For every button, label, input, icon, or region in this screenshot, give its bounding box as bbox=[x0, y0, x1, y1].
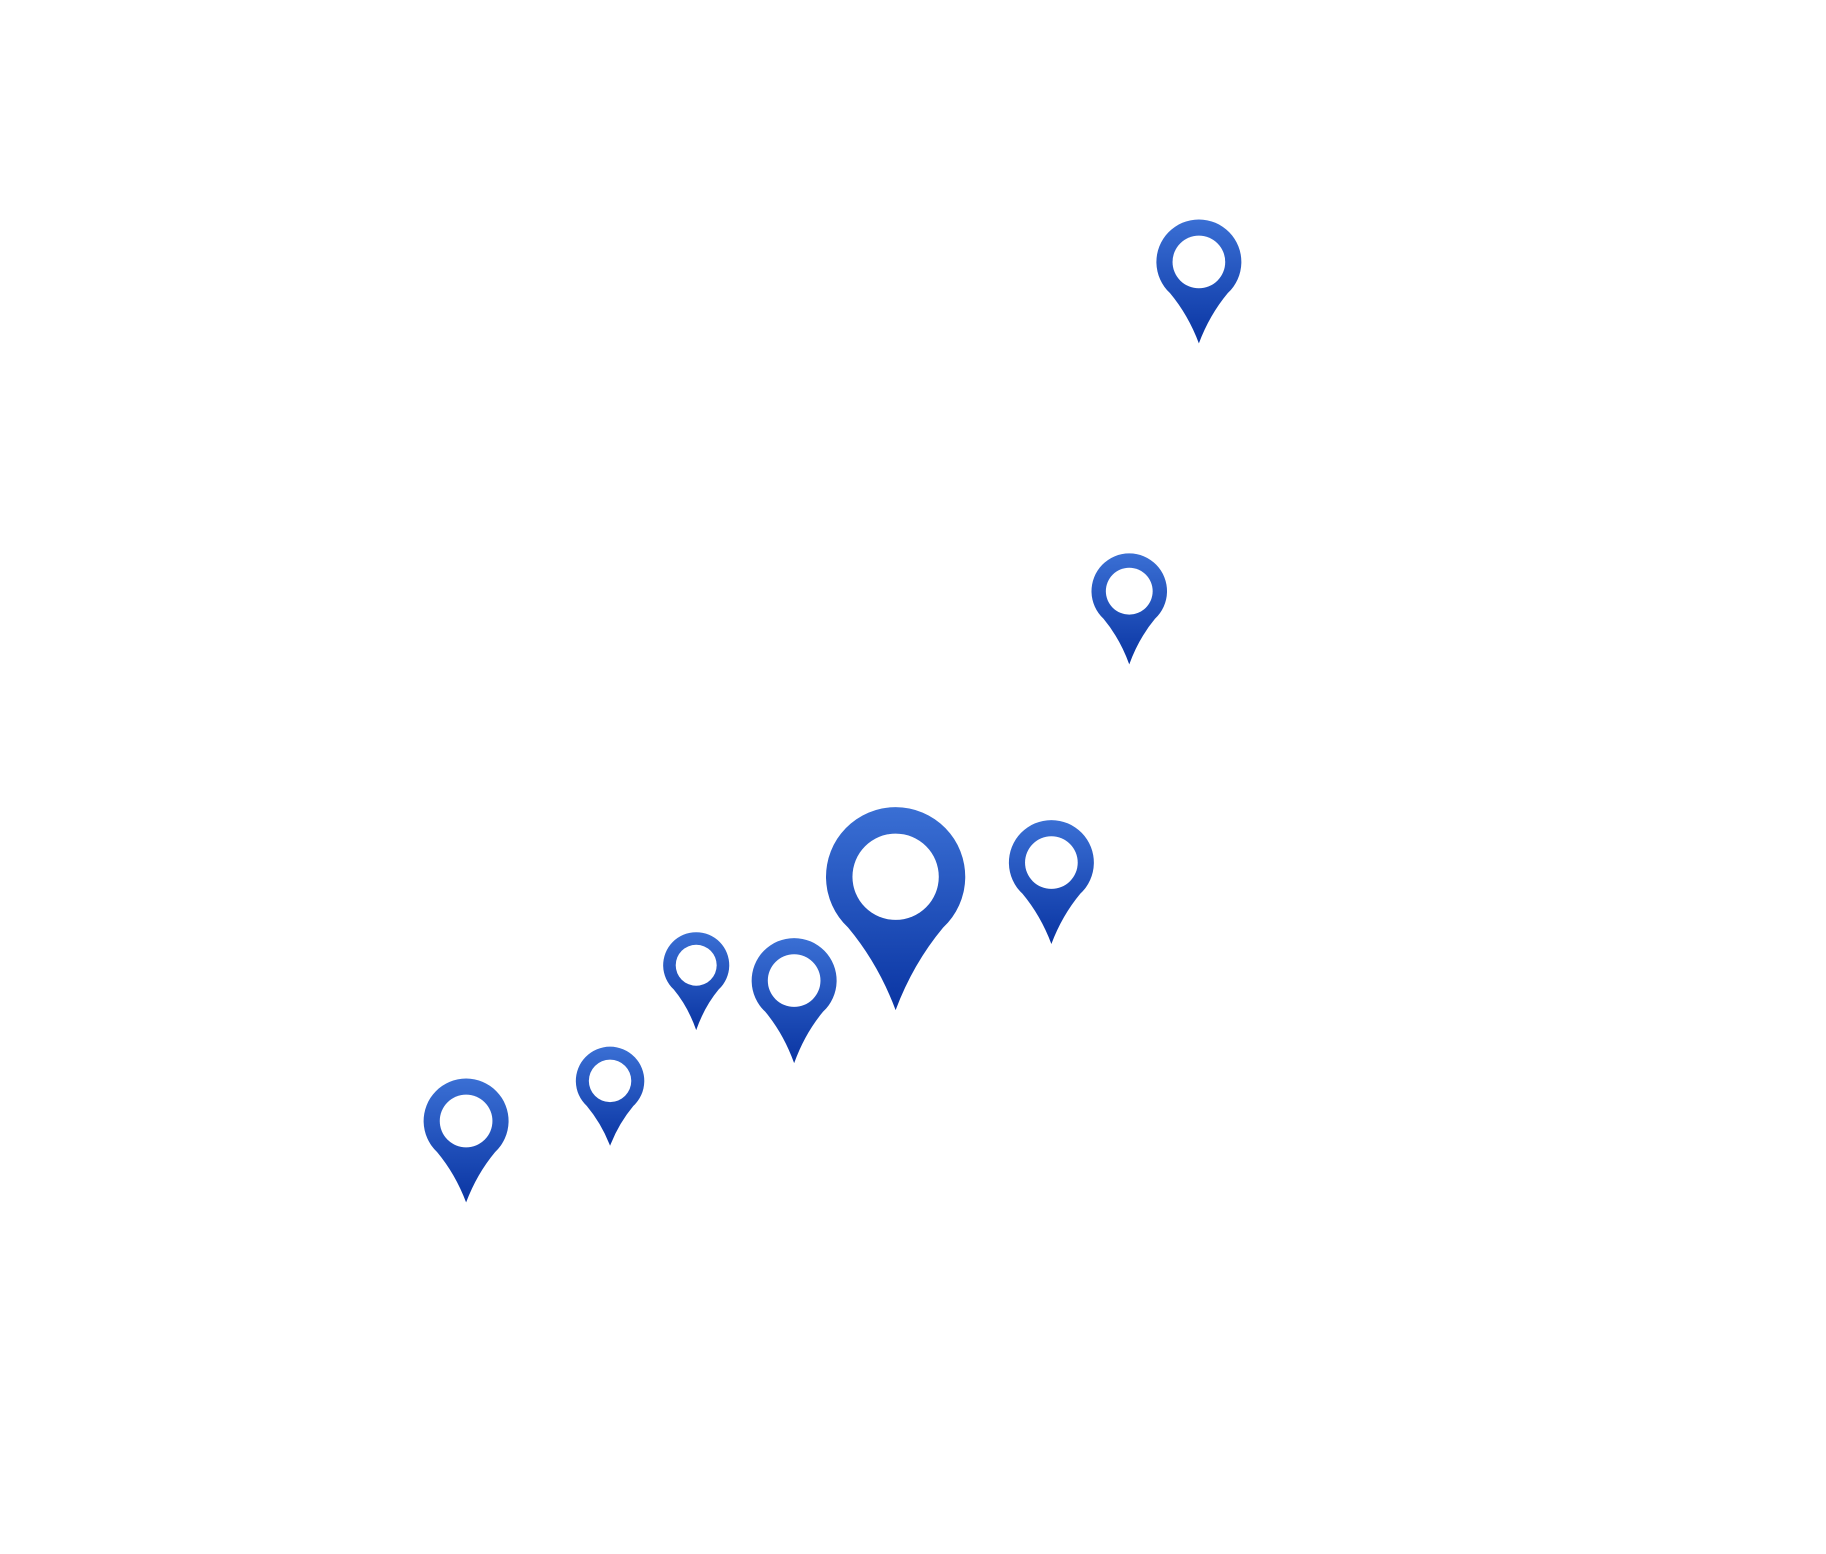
pin-hole bbox=[1025, 836, 1078, 889]
pin-hole bbox=[1105, 567, 1153, 615]
pin-hole bbox=[439, 1094, 493, 1148]
map-pin-icon[interactable] bbox=[751, 938, 837, 1064]
pin-hole bbox=[675, 944, 717, 986]
map-pin-icon[interactable] bbox=[1156, 219, 1242, 344]
map-pin-icon[interactable] bbox=[575, 1046, 645, 1146]
map-pin-icon[interactable] bbox=[423, 1078, 509, 1203]
pin-hole bbox=[852, 833, 939, 920]
pin-hole bbox=[1172, 235, 1226, 289]
map-pin-icon[interactable] bbox=[826, 807, 966, 1011]
map-pin-icon[interactable] bbox=[663, 932, 730, 1031]
pin-hole bbox=[588, 1059, 632, 1103]
pin-hole bbox=[767, 954, 821, 1007]
map-pin-icon[interactable] bbox=[1008, 820, 1094, 944]
map-pin-icon[interactable] bbox=[1091, 553, 1168, 665]
